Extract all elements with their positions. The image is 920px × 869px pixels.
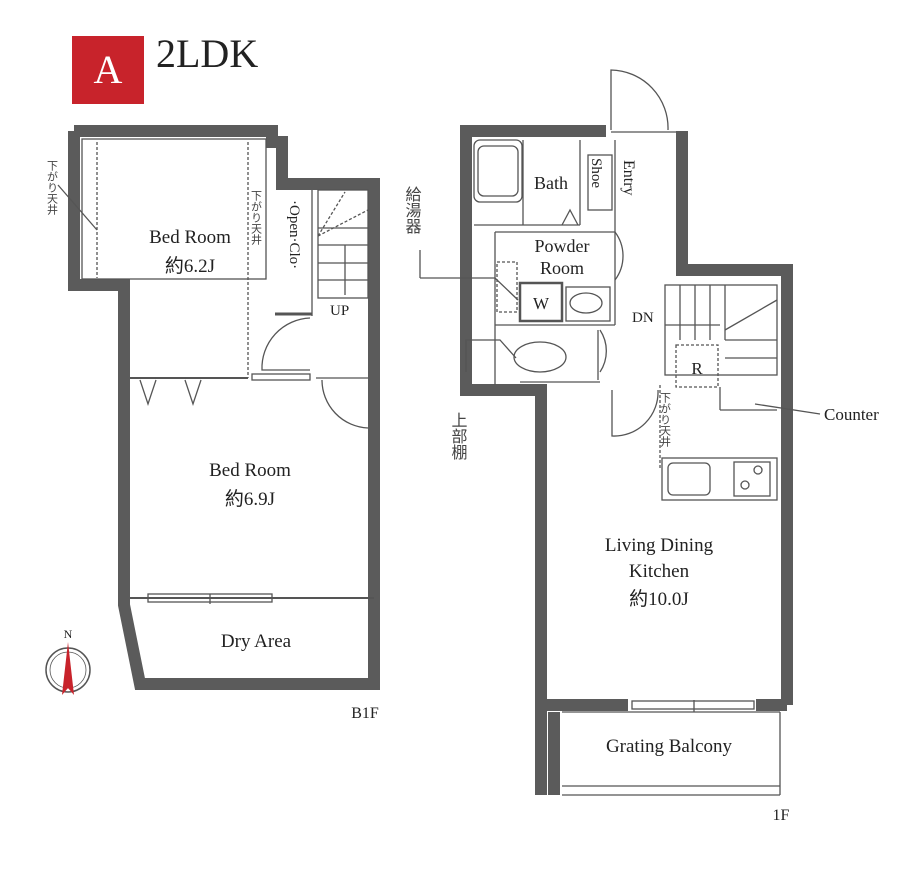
b1f-lowered-ceiling-note-left: 下がり天井 [46,160,59,216]
bedroom2-size: 約6.9J [225,488,275,510]
north-compass-icon [45,642,91,695]
powder-room-label-2: Room [540,258,584,278]
ldk-name-line2: Kitchen [629,561,690,582]
unit-badge: A [72,36,144,104]
powder-room-label-1: Powder [535,236,590,256]
ldk-name-line1: Living Dining [605,535,714,556]
b1f-floor-label: B1F [351,705,379,722]
bedroom1-name: Bed Room [149,227,231,248]
water-heater-label: 給湯器 [403,186,422,234]
bedroom1-size: 約6.2J [165,255,215,277]
f1-interior [419,69,821,796]
balcony-label: Grating Balcony [606,736,733,757]
b1f-stairs-up-label: UP [330,303,349,319]
f1-lowered-ceiling-note: 下がり天井 [659,392,672,448]
f1-walls [460,125,793,795]
unit-type: 2LDK [156,31,259,76]
b1f-lowered-ceiling-note-right: 下がり天井 [250,190,263,246]
shoe-label: Shoe [588,158,604,188]
entry-label: Entry [620,160,637,196]
f1-stairs-down-label: DN [632,310,654,326]
bedroom2-name: Bed Room [209,460,291,481]
fridge-label: R [691,359,703,378]
ldk-size: 約10.0J [629,588,689,610]
open-closet-label: ·Open·Clo· [286,200,302,269]
b1f-interior [57,138,374,604]
b1f-walls [68,125,380,690]
washer-label: W [533,294,550,313]
compass-north-label: N [64,627,73,641]
dry-area-label: Dry Area [221,631,292,652]
bath-label: Bath [534,173,568,193]
upper-shelf-label: 上部棚 [449,412,468,461]
f1-floor-label: 1F [773,807,790,824]
counter-label: Counter [824,405,879,424]
